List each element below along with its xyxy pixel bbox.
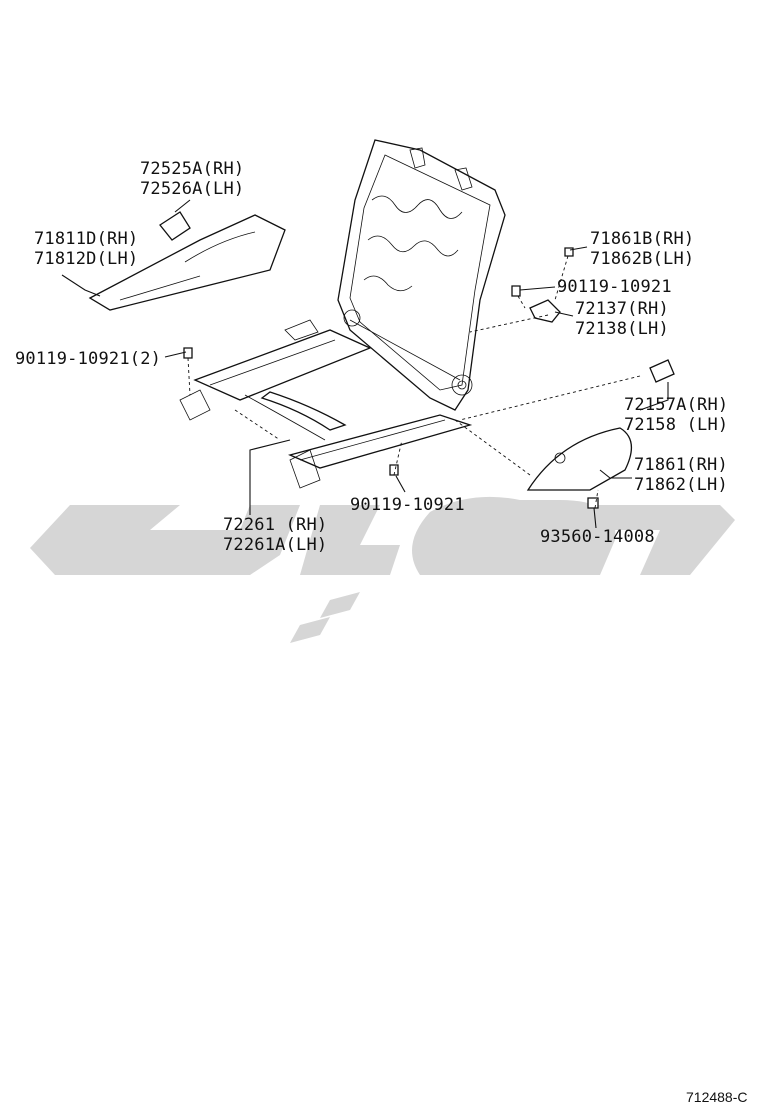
seat-back-frame [337,139,506,411]
label-90119-top: 90119-10921 [557,277,672,297]
label-93560: 93560-14008 [540,527,655,547]
label-71862: 71862(LH) [634,475,728,495]
label-71811D: 71811D(RH) [34,229,138,249]
label-72157A: 72157A(RH) [624,395,728,415]
diagram-code: 712488-C [686,1089,748,1105]
label-72261: 72261 (RH) [223,515,327,535]
label-71862B: 71862B(LH) [590,249,694,269]
label-72261A: 72261A(LH) [223,535,327,555]
leader-lines [61,199,669,529]
label-72526A: 72526A(LH) [140,179,244,199]
seat-side-cover [88,211,286,311]
label-71812D: 71812D(LH) [34,249,138,269]
label-71861: 71861(RH) [634,455,728,475]
label-90119-left: 90119-10921(2) [15,349,161,369]
label-72137: 72137(RH) [575,299,669,319]
watermark-logo [30,496,735,643]
label-90119-bottom: 90119-10921 [350,495,465,515]
label-72525A: 72525A(RH) [140,159,244,179]
label-72138: 72138(LH) [575,319,669,339]
dashed-leaders [187,255,641,509]
label-71861B: 71861B(RH) [590,229,694,249]
seat-cushion-frame [179,319,473,489]
label-72158: 72158 (LH) [624,415,728,435]
